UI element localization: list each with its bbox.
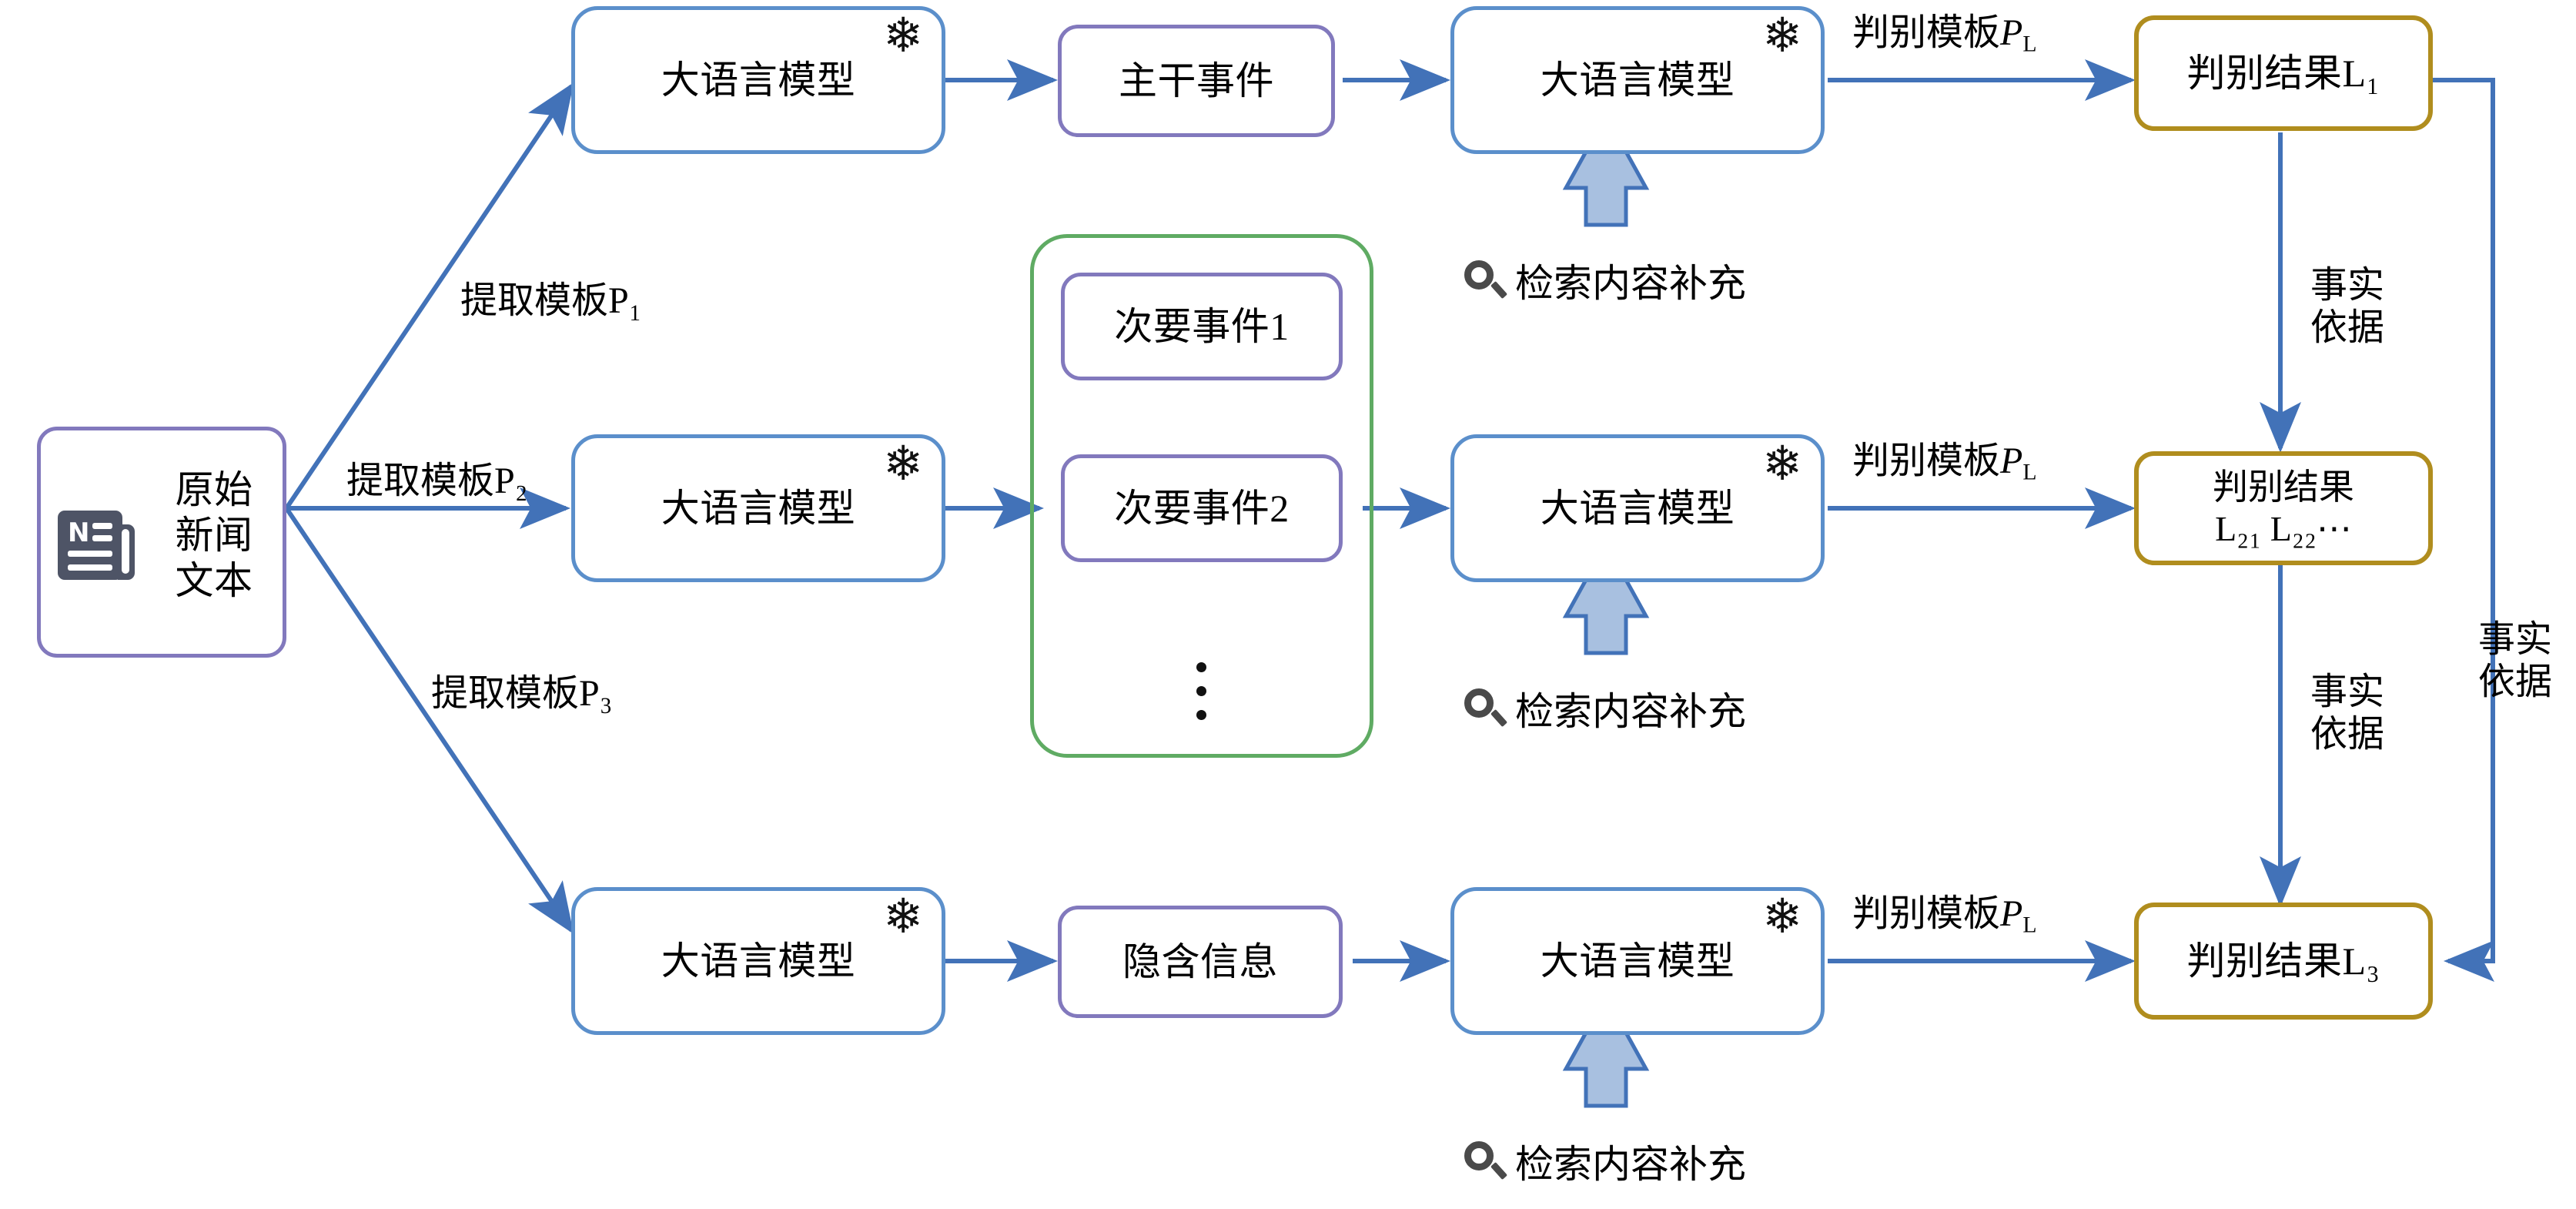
retrieval-row-2[interactable]: 检索内容补充 [1464, 681, 1746, 736]
snowflake-icon: ❄ [883, 7, 923, 63]
result-l2-line2: L₂₁ L₂₂⋯ [2215, 509, 2352, 548]
result-node-l1[interactable]: 判别结果L₁ [2134, 15, 2433, 131]
retrieval-label: 检索内容补充 [1515, 690, 1746, 733]
secondary-event-node-2[interactable]: 次要事件2 [1061, 454, 1343, 562]
edge-label-extract-1: 提取模板P₁ [460, 280, 642, 321]
snowflake-icon: ❄ [883, 435, 923, 491]
result-node-l3[interactable]: 判别结果L₃ [2134, 903, 2433, 1020]
main-event-node[interactable]: 主干事件 [1058, 25, 1335, 137]
llm-label: 大语言模型 [661, 486, 856, 530]
search-icon [1464, 1141, 1508, 1181]
search-icon [1464, 260, 1508, 300]
edge-label-judge-template-3: 判别模板PL [1852, 893, 2037, 938]
llm-label: 大语言模型 [1540, 58, 1735, 102]
retrieval-label: 检索内容补充 [1515, 262, 1746, 305]
snowflake-icon: ❄ [883, 888, 923, 944]
llm-node-row1-judge[interactable]: 大语言模型 ❄ [1450, 6, 1825, 154]
snowflake-icon: ❄ [1762, 888, 1802, 944]
llm-node-row1-extract[interactable]: 大语言模型 ❄ [571, 6, 945, 154]
secondary-event-1-label: 次要事件1 [1114, 304, 1290, 348]
implicit-info-node[interactable]: 隐含信息 [1058, 906, 1343, 1018]
secondary-events-group [1030, 234, 1373, 758]
llm-label: 大语言模型 [661, 939, 856, 983]
edge-label-evidence-3: 事实依据 [2477, 619, 2552, 702]
llm-label: 大语言模型 [1540, 486, 1735, 530]
snowflake-icon: ❄ [1762, 435, 1802, 491]
secondary-event-node-1[interactable]: 次要事件1 [1061, 273, 1343, 380]
result-node-l2[interactable]: 判别结果 L₂₁ L₂₂⋯ [2134, 451, 2433, 565]
secondary-events-ellipsis [1196, 662, 1206, 720]
edge-label-judge-template-1: 判别模板PL [1852, 12, 2037, 57]
search-icon [1464, 688, 1508, 728]
main-event-label: 主干事件 [1119, 59, 1274, 102]
snowflake-icon: ❄ [1762, 7, 1802, 63]
source-news-text-node[interactable]: N 原始 新闻 文本 [37, 427, 286, 658]
result-l1-label: 判别结果L₁ [2186, 51, 2380, 95]
source-line-1: 原始 [175, 468, 253, 511]
llm-node-row3-judge[interactable]: 大语言模型 ❄ [1450, 887, 1825, 1035]
llm-label: 大语言模型 [661, 58, 856, 102]
result-l2-line1: 判别结果 [2213, 467, 2354, 507]
edge-label-extract-3: 提取模板P₃ [431, 673, 613, 714]
edge-label-judge-template-2: 判别模板PL [1852, 440, 2037, 485]
source-line-3: 文本 [175, 559, 253, 602]
llm-node-row3-extract[interactable]: 大语言模型 ❄ [571, 887, 945, 1035]
retrieval-label: 检索内容补充 [1515, 1143, 1746, 1186]
edge-label-evidence-2: 事实依据 [2310, 671, 2384, 755]
source-node-label: 原始 新闻 文本 [156, 467, 272, 604]
edge-label-extract-2: 提取模板P₂ [346, 460, 528, 501]
llm-node-row2-judge[interactable]: 大语言模型 ❄ [1450, 434, 1825, 582]
edge-label-evidence-1: 事实依据 [2310, 265, 2384, 348]
newspaper-icon: N [58, 507, 138, 581]
source-line-2: 新闻 [175, 514, 253, 557]
secondary-event-2-label: 次要事件2 [1114, 486, 1290, 530]
implicit-info-label: 隐含信息 [1122, 939, 1278, 983]
result-l3-label: 判别结果L₃ [2186, 939, 2380, 983]
llm-label: 大语言模型 [1540, 939, 1735, 983]
retrieval-row-1[interactable]: 检索内容补充 [1464, 253, 1746, 308]
llm-node-row2-extract[interactable]: 大语言模型 ❄ [571, 434, 945, 582]
retrieval-row-3[interactable]: 检索内容补充 [1464, 1134, 1746, 1189]
